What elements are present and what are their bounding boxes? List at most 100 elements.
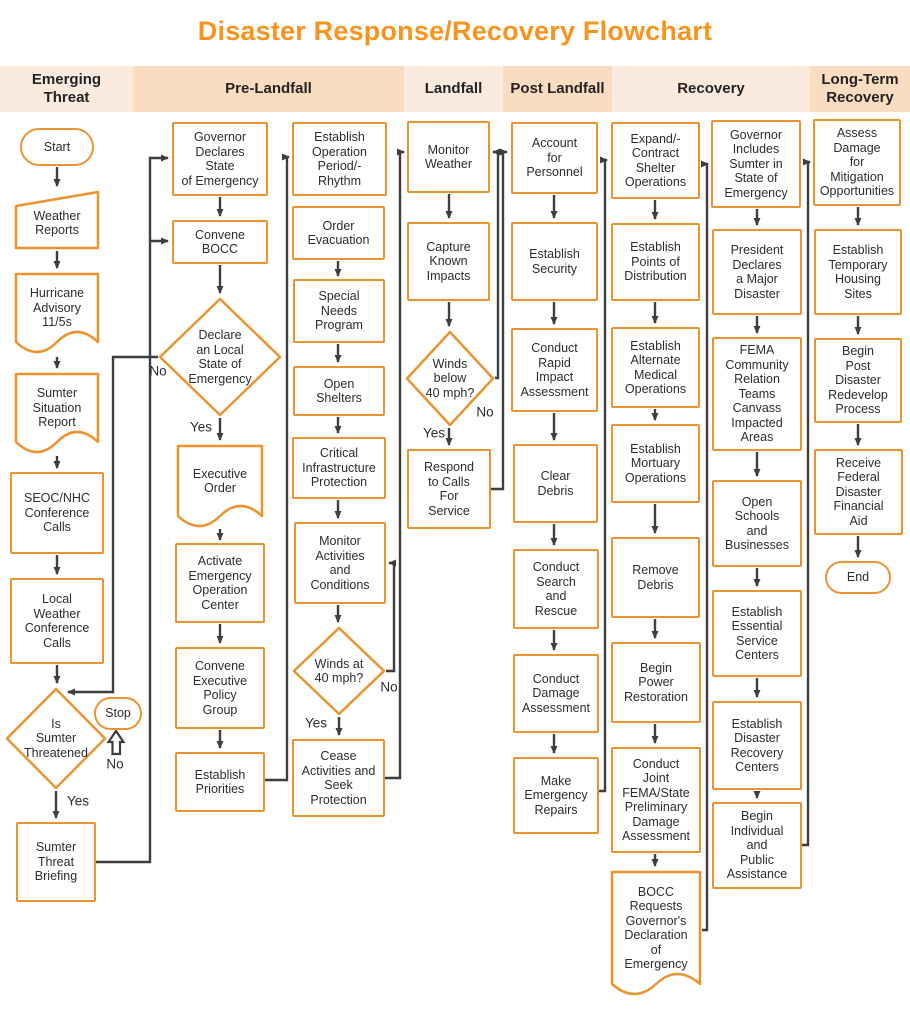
node-establish-pods: Establish Points of Distribution: [611, 223, 700, 301]
node-label: Executive Order: [192, 466, 248, 496]
node-label: Open Schools and Businesses: [725, 494, 789, 553]
node-label: Capture Known Impacts: [426, 239, 471, 283]
column-header-long-term-recovery: Long-Term Recovery: [810, 66, 910, 112]
diamond-shape: [5, 687, 107, 790]
column-header-post-landfall: Post Landfall: [503, 66, 612, 112]
node-critical-infrastructure: Critical Infrastructure Protection: [292, 437, 386, 499]
node-make-emergency-repairs: Make Emergency Repairs: [513, 757, 599, 834]
node-label: Governor Includes Sumter in State of Eme…: [724, 127, 788, 200]
edge-windsbelow-no-loop: [492, 148, 500, 380]
node-winds-at-40: Winds at 40 mph?: [292, 626, 386, 716]
node-label: End: [846, 570, 870, 585]
node-establish-mortuary: Establish Mortuary Operations: [611, 424, 700, 503]
node-label: Establish Mortuary Operations: [624, 441, 687, 485]
diamond-shape: [292, 626, 386, 716]
node-start: Start: [20, 128, 94, 166]
node-sumter-situation-report: Sumter Situation Report: [14, 372, 100, 456]
node-label: Clear Debris: [537, 469, 574, 498]
node-label: Winds at 40 mph?: [314, 656, 364, 686]
node-establish-operation-period: Establish Operation Period/- Rhythm: [292, 122, 387, 196]
edge-respond-to-account: [491, 148, 508, 491]
node-order-evacuation: Order Evacuation: [292, 206, 385, 260]
node-label: Establish Alternate Medical Operations: [624, 338, 687, 397]
node-label: FEMA Community Relation Teams Canvass Im…: [725, 343, 789, 445]
node-label: Make Emergency Repairs: [524, 773, 588, 817]
node-label: Establish Temporary Housing Sites: [828, 243, 888, 301]
node-hurricane-advisory: Hurricane Advisory 11/5s: [14, 272, 100, 356]
edge-priorities-to-opperiod: [265, 153, 290, 782]
node-sumter-threat-briefing: Sumter Threat Briefing: [16, 822, 96, 902]
column-header-emerging-threat: Emerging Threat: [0, 66, 133, 112]
node-declare-local-soe: Declare an Local State of Emergency: [158, 297, 282, 417]
node-label: Start: [43, 139, 71, 154]
edge-label-no: No: [476, 404, 494, 420]
node-establish-alt-medical: Establish Alternate Medical Operations: [611, 327, 700, 408]
doc-shape: [610, 870, 702, 996]
node-label: Conduct Search and Rescue: [532, 560, 580, 618]
node-clear-debris: Clear Debris: [513, 444, 598, 523]
node-winds-below-40: Winds below 40 mph?: [405, 330, 495, 427]
node-label: Conduct Damage Assessment: [521, 671, 591, 715]
node-begin-post-redevelop: Begin Post Disaster Redevelop Process: [814, 338, 902, 423]
node-label: Convene BOCC: [194, 227, 246, 257]
edge-cease-to-monitorweather: [385, 148, 405, 780]
edge-label-no: No: [106, 756, 124, 772]
node-open-shelters: Open Shelters: [293, 366, 385, 416]
node-stop: Stop: [94, 697, 142, 730]
node-conduct-search-rescue: Conduct Search and Rescue: [513, 549, 599, 629]
node-monitor-activities: Monitor Activities and Conditions: [294, 522, 386, 604]
node-label: Winds below 40 mph?: [425, 356, 475, 400]
doc-shape: [14, 372, 100, 454]
node-label: Begin Post Disaster Redevelop Process: [828, 344, 888, 417]
node-establish-drc: Establish Disaster Recovery Centers: [712, 701, 802, 790]
node-conduct-damage-assessment: Conduct Damage Assessment: [513, 654, 599, 733]
node-convene-bocc: Convene BOCC: [172, 220, 268, 264]
node-label: BOCC Requests Governor's Declaration of …: [624, 884, 688, 972]
node-label: Begin Power Restoration: [624, 660, 688, 704]
node-establish-temp-housing: Establish Temporary Housing Sites: [814, 229, 902, 315]
node-label: Monitor Activities and Conditions: [310, 534, 370, 592]
node-cease-activities: Cease Activities and Seek Protection: [292, 739, 385, 817]
node-label: Cease Activities and Seek Protection: [301, 749, 376, 807]
node-label: Local Weather Conference Calls: [24, 592, 90, 650]
doc-shape: [14, 272, 100, 354]
edge-label-yes: Yes: [304, 715, 328, 731]
node-conduct-joint-fema: Conduct Joint FEMA/State Preliminary Dam…: [611, 747, 701, 853]
node-label: SEOC/NHC Conference Calls: [24, 491, 90, 535]
node-label: Stop: [105, 706, 131, 721]
node-assess-damage-mitigation: Assess Damage for Mitigation Opportuniti…: [813, 119, 901, 206]
hollow-up-arrow-icon: [106, 729, 126, 756]
edge-label-no: No: [380, 679, 398, 695]
manual-shape: [14, 190, 100, 250]
node-label: Establish Points of Distribution: [624, 240, 687, 284]
node-establish-security: Establish Security: [511, 222, 598, 301]
page-title: Disaster Response/Recovery Flowchart: [197, 16, 713, 46]
diamond-shape: [158, 297, 282, 417]
edge-boccreq-to-govincludes: [701, 160, 709, 932]
node-end: End: [825, 561, 891, 594]
node-special-needs-program: Special Needs Program: [293, 279, 385, 343]
node-label: Weather Reports: [33, 208, 81, 238]
edge-declare-no-loop: [67, 355, 158, 696]
node-label: Open Shelters: [316, 376, 362, 406]
node-label: Establish Priorities: [194, 767, 246, 797]
node-label: Account for Personnel: [526, 136, 583, 180]
node-label: Remove Debris: [632, 563, 679, 592]
node-label: Convene Executive Policy Group: [192, 659, 248, 717]
column-header-recovery: Recovery: [612, 66, 810, 112]
node-conduct-rapid-impact: Conduct Rapid Impact Assessment: [511, 328, 598, 412]
doc-shape: [176, 444, 264, 528]
node-governor-includes-sumter: Governor Includes Sumter in State of Eme…: [711, 120, 801, 208]
column-header-landfall: Landfall: [404, 66, 503, 112]
node-bocc-requests-declaration: BOCC Requests Governor's Declaration of …: [610, 870, 702, 998]
node-establish-essential-centers: Establish Essential Service Centers: [712, 590, 802, 677]
node-label: Receive Federal Disaster Financial Aid: [833, 455, 884, 528]
node-label: Is Sumter Threatened: [24, 716, 88, 760]
edge-repairs-to-expand: [599, 156, 608, 793]
node-respond-calls-service: Respond to Calls For Service: [407, 449, 491, 529]
node-label: Respond to Calls For Service: [423, 460, 475, 518]
node-label: Hurricane Advisory 11/5s: [29, 286, 85, 330]
node-label: Assess Damage for Mitigation Opportuniti…: [819, 126, 895, 199]
